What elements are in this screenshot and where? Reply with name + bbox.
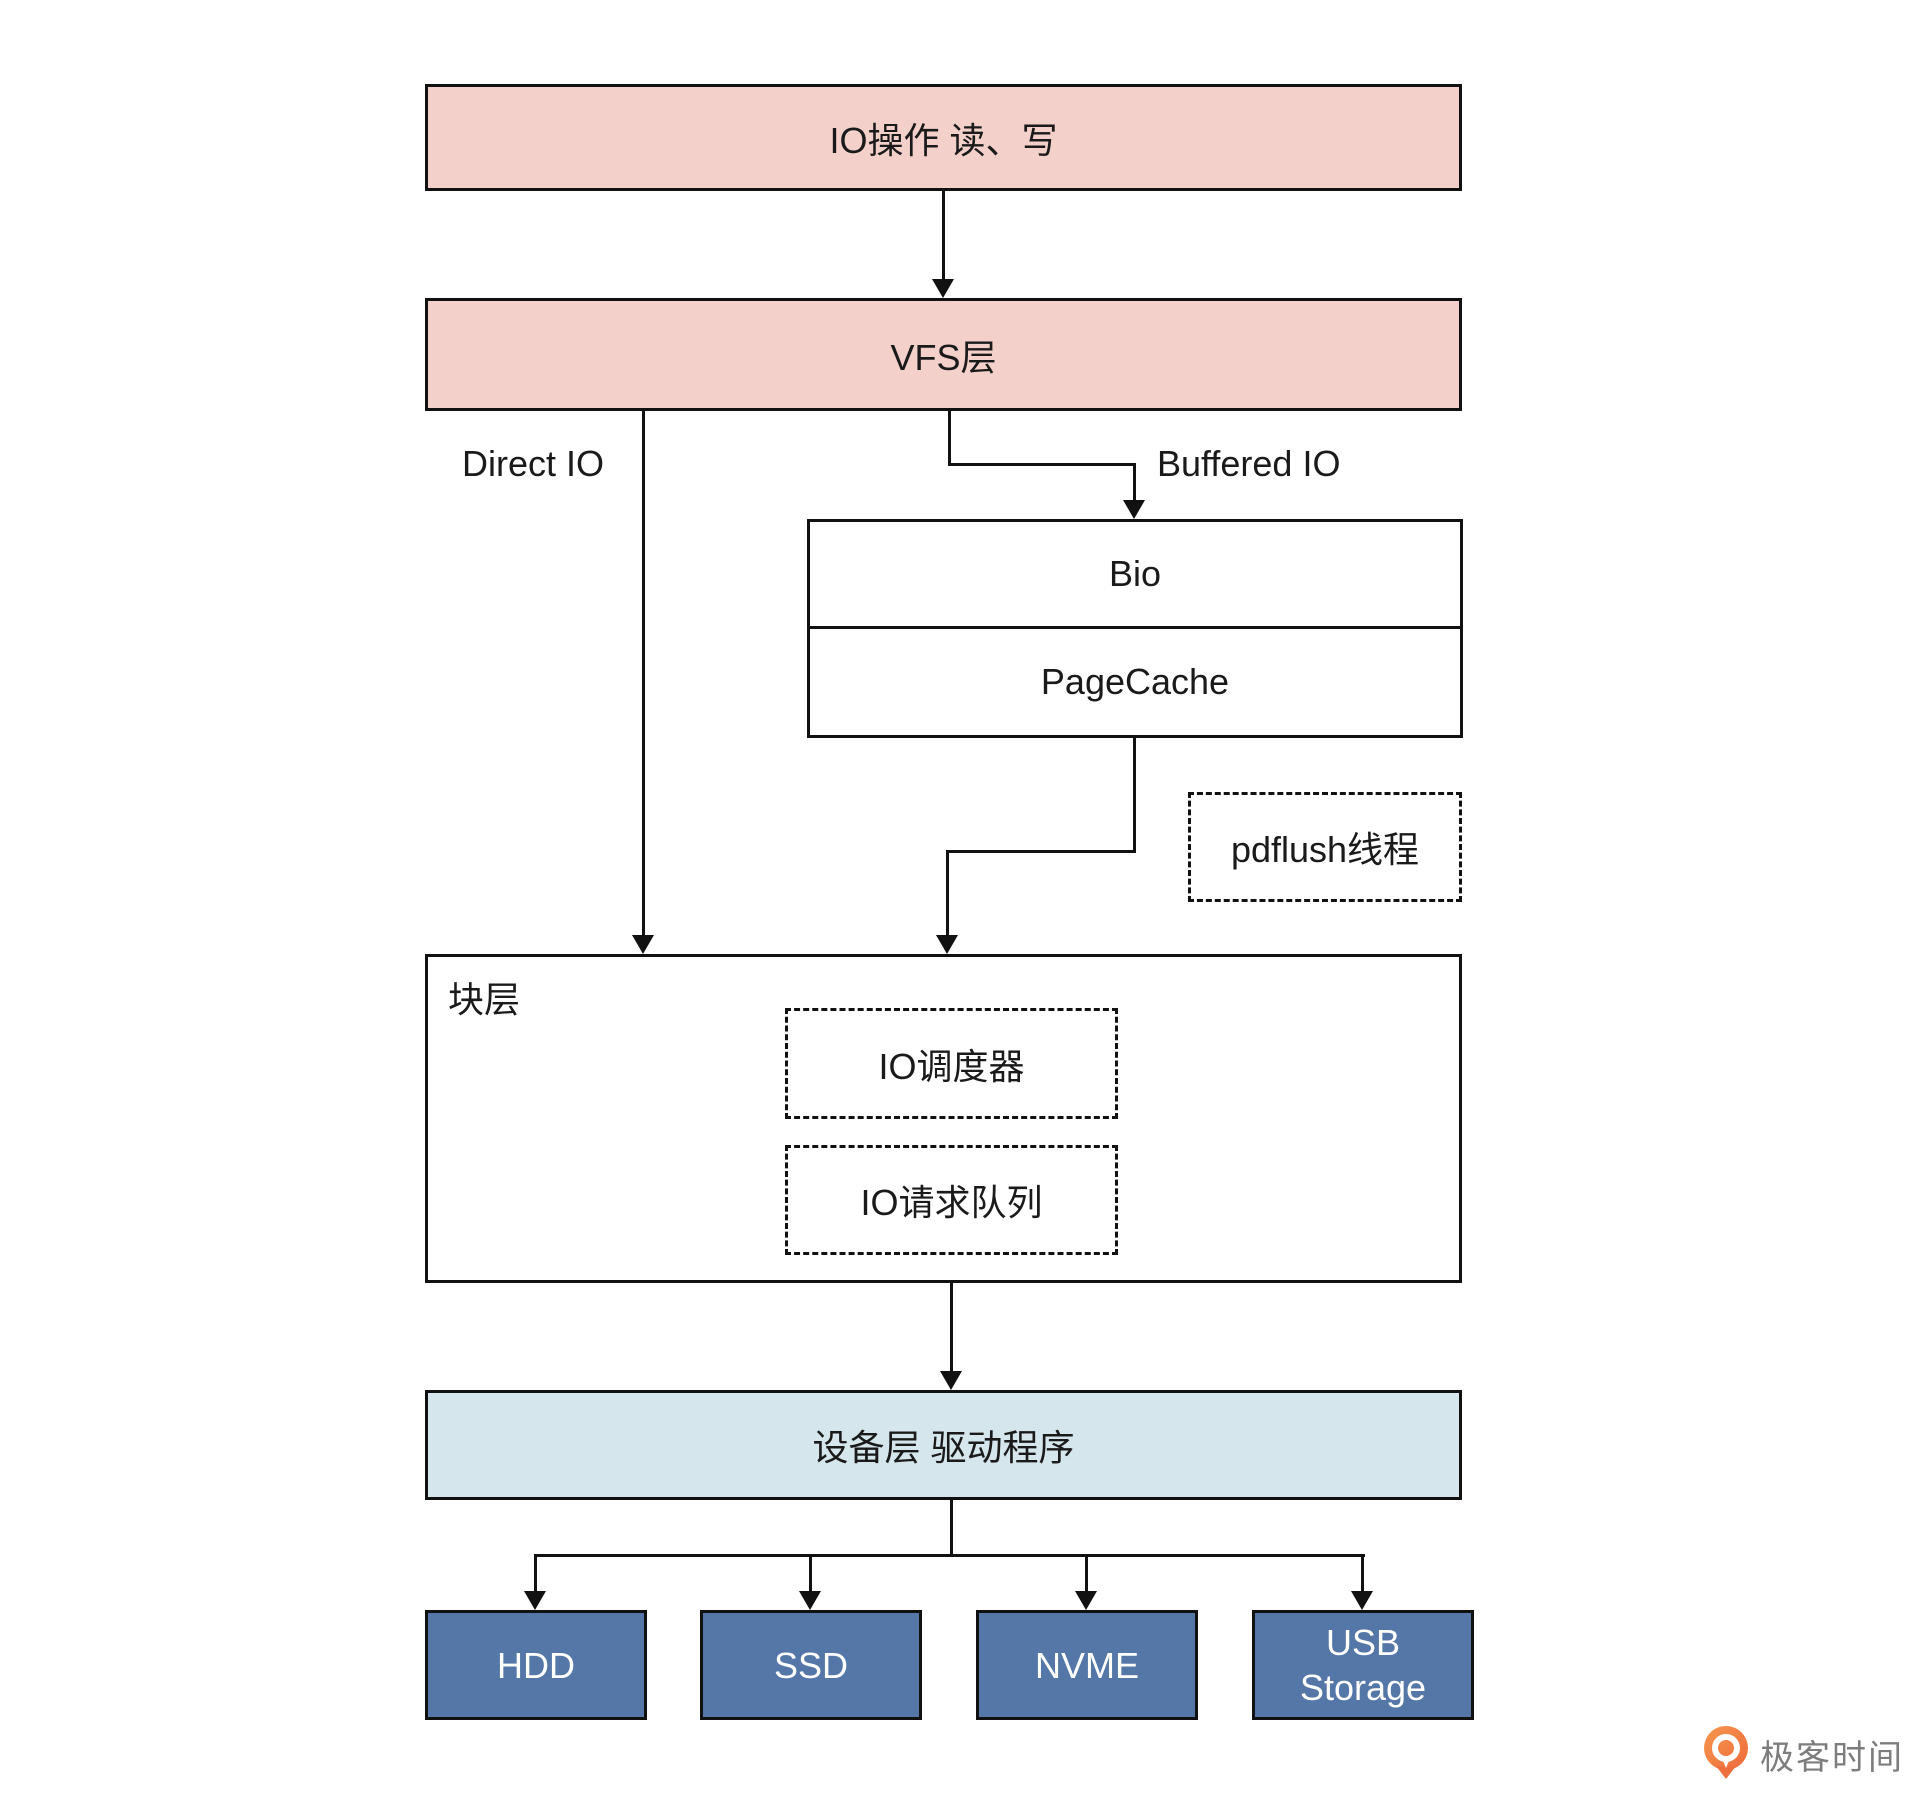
- io-scheduler-label: IO调度器: [878, 1045, 1025, 1087]
- geektime-logo-icon: [1704, 1726, 1748, 1782]
- io-request-queue-box: IO请求队列: [785, 1145, 1118, 1255]
- ssd-label: SSD: [773, 1644, 849, 1686]
- geektime-brand: 极客时间: [1704, 1726, 1904, 1782]
- connector-block-device: [950, 1283, 953, 1373]
- arrowhead-hdd: [524, 1591, 546, 1610]
- bio-pagecache-box: Bio PageCache: [807, 519, 1463, 738]
- connector-buffered-1: [948, 411, 951, 466]
- arrowhead-usb: [1351, 1591, 1373, 1610]
- io-request-queue-label: IO请求队列: [860, 1182, 1043, 1223]
- connector-pagecache-3: [946, 850, 949, 937]
- connector-device-bus: [535, 1554, 1365, 1557]
- bio-label: Bio: [1108, 553, 1162, 595]
- vfs-layer-box: VFS层: [425, 298, 1462, 411]
- arrowhead-ioop-vfs: [932, 279, 954, 298]
- device-layer-box: 设备层 驱动程序: [425, 1390, 1462, 1500]
- connector-pagecache-2: [946, 850, 1136, 853]
- arrowhead-block-device: [940, 1371, 962, 1390]
- connector-branch-hdd: [534, 1554, 537, 1592]
- device-box-ssd: SSD: [700, 1610, 922, 1720]
- connector-branch-ssd: [809, 1554, 812, 1592]
- io-operation-box: IO操作 读、写: [425, 84, 1462, 191]
- nvme-label: NVME: [1034, 1644, 1139, 1686]
- device-box-hdd: HDD: [425, 1610, 647, 1720]
- pagecache-label: PageCache: [1040, 661, 1230, 703]
- arrowhead-nvme: [1075, 1591, 1097, 1610]
- bio-cell: Bio: [810, 522, 1460, 630]
- hdd-label: HDD: [497, 1644, 575, 1686]
- geektime-brand-text: 极客时间: [1760, 1738, 1904, 1777]
- connector-direct-io: [642, 411, 645, 937]
- block-layer-label: 块层: [448, 979, 521, 1020]
- arrowhead-direct-io: [632, 935, 654, 954]
- io-scheduler-box: IO调度器: [785, 1008, 1118, 1119]
- connector-branch-nvme: [1085, 1554, 1088, 1592]
- logo-notch: [1721, 1756, 1731, 1768]
- connector-device-stem: [950, 1500, 953, 1557]
- pagecache-cell: PageCache: [810, 629, 1460, 735]
- usb-storage-label: USB Storage: [1299, 1622, 1427, 1708]
- arrowhead-ssd: [799, 1591, 821, 1610]
- device-box-usb-storage: USB Storage: [1252, 1610, 1474, 1720]
- device-layer-label: 设备层 驱动程序: [812, 1427, 1075, 1468]
- vfs-layer-label: VFS层: [890, 336, 997, 378]
- pdflush-box: pdflush线程: [1188, 792, 1462, 902]
- io-operation-label: IO操作 读、写: [829, 119, 1058, 161]
- pdflush-label: pdflush线程: [1230, 829, 1420, 870]
- logo-pin-tail: [1716, 1766, 1736, 1779]
- connector-pagecache-1: [1133, 737, 1136, 853]
- connector-ioop-vfs: [942, 191, 945, 281]
- direct-io-label: Direct IO: [462, 443, 605, 484]
- arrowhead-buffered-io: [1123, 500, 1145, 519]
- buffered-io-label: Buffered IO: [1157, 443, 1341, 484]
- connector-buffered-2: [948, 463, 1136, 466]
- arrowhead-pagecache-block: [936, 935, 958, 954]
- device-box-nvme: NVME: [976, 1610, 1198, 1720]
- connector-branch-usb: [1361, 1554, 1364, 1592]
- connector-buffered-3: [1133, 463, 1136, 502]
